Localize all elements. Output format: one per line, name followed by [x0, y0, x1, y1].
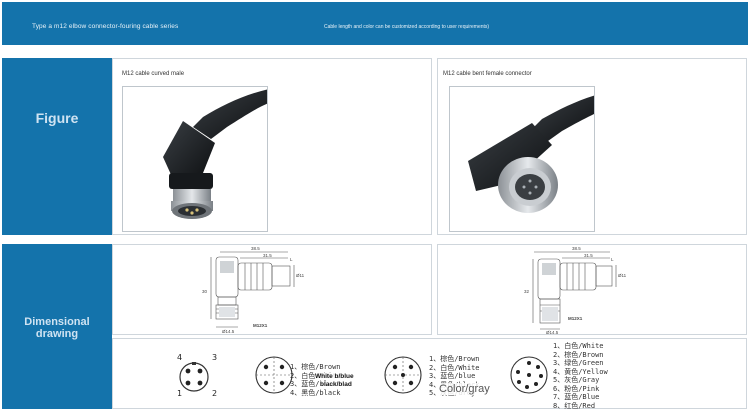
- eight-pin-5-line: 5、灰色/Gray: [553, 376, 600, 384]
- four-pin-male-diagram: [179, 362, 209, 392]
- pin-number-1: 1: [177, 389, 183, 398]
- female-dim-height: 32: [524, 289, 530, 294]
- header-note: Cable length and color can be customized…: [324, 24, 490, 30]
- male-dim-diameter: Ø11: [296, 273, 305, 278]
- male-drawing-panel: 38.5 31.5 L 30 Ø11 Ø14.5 M12X1: [112, 244, 432, 335]
- eight-pin-3-line: 3、绿色/Green: [553, 359, 604, 367]
- dimensional-label: Dimensional drawing: [2, 316, 112, 340]
- dimensional-label-line1: Dimensional: [24, 316, 90, 328]
- female-dim-top: 38.5: [572, 246, 581, 251]
- male-thread: M12X1: [253, 323, 268, 328]
- list2-pin-2-line: 2、白色/White: [429, 363, 480, 372]
- figure-side-label: Figure: [2, 58, 112, 235]
- list2-pin-1-line: 1、棕色/Brown: [429, 355, 480, 363]
- four-pin-3-line: 3、蓝色/blue: [290, 380, 337, 388]
- female-dim-diameter: Ø11: [618, 273, 627, 278]
- female-thread: M12X1: [568, 316, 583, 321]
- pinout-panel: 4 3 1 2 1、棕色/Brown2、白色/White3、蓝色/blue4、黑…: [112, 338, 747, 410]
- pin-number-2: 2: [212, 389, 218, 398]
- header-title: Type a m12 elbow connector-fouring cable…: [32, 23, 179, 30]
- male-dim-bottom: Ø14.5: [222, 329, 235, 334]
- eight-pin-8-line: 8、红色/Red: [553, 401, 596, 410]
- pin-number-3: 3: [212, 353, 218, 362]
- eight-pin-4-line: 4、黄色/Yellow: [553, 367, 608, 376]
- header-bar: Type a m12 elbow connector-fouring cable…: [2, 2, 748, 45]
- eight-pin-7-line: 7、蓝色/Blue: [553, 393, 600, 401]
- four-pin-1-line: 1、棕色/Brown: [290, 363, 341, 371]
- pin-number-4: 4: [177, 353, 183, 362]
- male-photo-frame: [122, 86, 268, 232]
- female-drawing-panel: 38.5 31.5 L 32 Ø11 Ø14.5 M12X1: [437, 244, 747, 335]
- female-photo-frame: [449, 86, 595, 232]
- overlay-white-blue: White b/blue: [315, 373, 354, 380]
- female-connector-image: [468, 95, 594, 213]
- dimensional-label-line2: drawing: [35, 328, 79, 340]
- four-pin-female-diagram-1: [255, 356, 293, 394]
- overlay-color-gray: Color/gray: [439, 383, 490, 395]
- female-dim-bottom: Ø14.5: [546, 330, 559, 335]
- figure-label: Figure: [35, 110, 79, 126]
- male-dim-inner: 31.5: [263, 253, 272, 258]
- male-figure-panel: M12 cable curved male: [112, 58, 432, 235]
- female-caption: M12 cable bent female connector: [443, 71, 532, 77]
- four-pin-4-line: 4、黑色/black: [290, 388, 341, 397]
- female-figure-panel: M12 cable bent female connector: [437, 58, 747, 235]
- female-dim-inner: 31.5: [584, 253, 593, 258]
- eight-pin-1-line: 1、白色/White: [553, 342, 604, 350]
- male-caption: M12 cable curved male: [122, 71, 185, 77]
- female-dimension-drawing: [532, 251, 617, 330]
- dimensional-side-label: Dimensional drawing: [2, 244, 112, 409]
- four-pin-female-diagram-2: [384, 356, 422, 394]
- eight-pin-2-line: 2、棕色/Brown: [553, 350, 604, 359]
- overlay-black: black/blad: [320, 381, 352, 388]
- male-dim-height: 30: [202, 289, 208, 294]
- male-connector-image: [163, 89, 267, 219]
- male-dim-top: 38.5: [251, 246, 260, 251]
- female-dim-l: L: [611, 257, 614, 262]
- header: Type a m12 elbow connector-fouring cable…: [0, 0, 750, 47]
- male-dim-l: L: [290, 257, 293, 262]
- eight-pin-diagram: [510, 356, 548, 394]
- list2-pin-3-line: 3、蓝色/blue: [429, 372, 476, 380]
- male-dimension-drawing: [210, 251, 295, 328]
- eight-pin-6-line: 6、粉色/Pink: [553, 384, 600, 393]
